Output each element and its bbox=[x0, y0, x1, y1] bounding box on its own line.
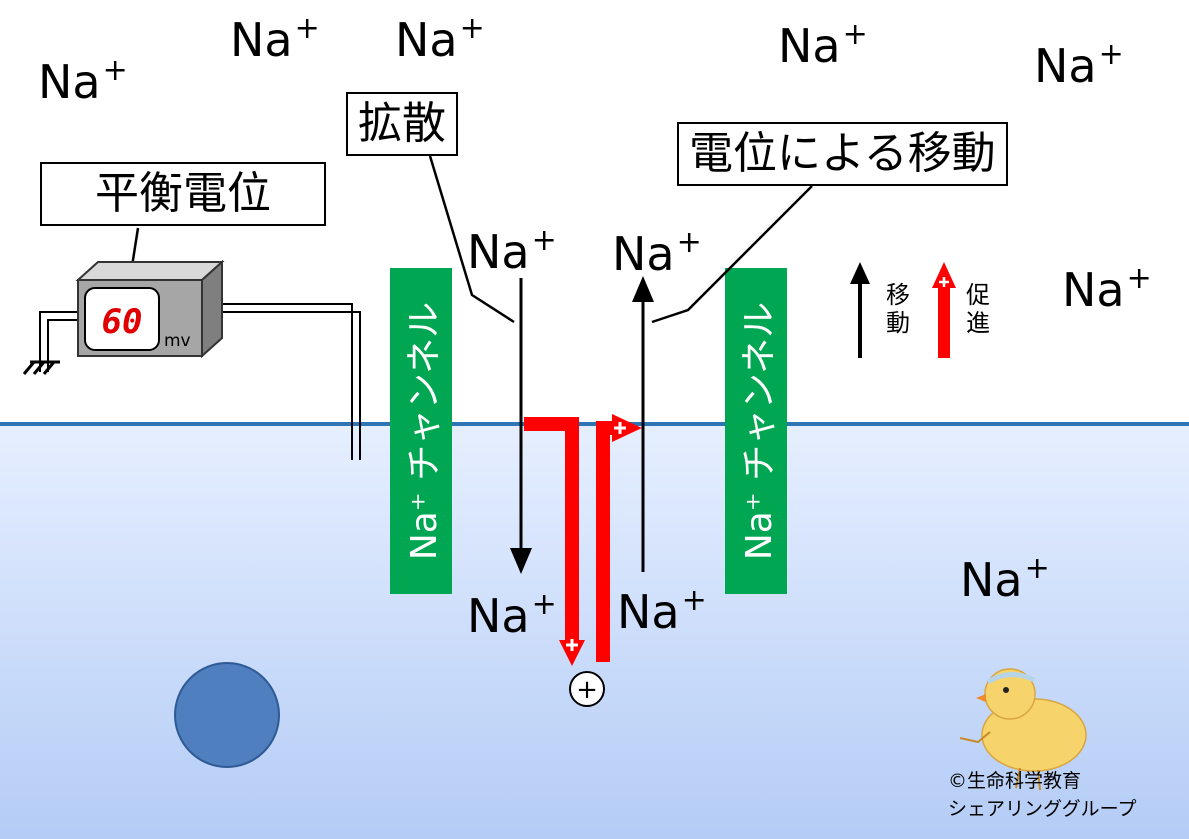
legend-movement-label: 移動 bbox=[886, 281, 910, 337]
na-ion: Na+ bbox=[1062, 261, 1152, 317]
promotion-arrowhead-down bbox=[559, 640, 585, 666]
promotion-arrow-down bbox=[524, 417, 579, 642]
cell-membrane bbox=[0, 422, 1189, 426]
voltmeter-box-icon bbox=[75, 259, 225, 359]
na-ion-inside: Na+ bbox=[617, 583, 707, 639]
ground-icon bbox=[22, 360, 60, 375]
credit-line-2: シェアリンググループ bbox=[948, 798, 1137, 820]
cell-circle bbox=[174, 662, 280, 768]
na-ion-inside: Na+ bbox=[960, 551, 1050, 607]
credit-line-1: ©生命科学教育 bbox=[948, 770, 1082, 792]
ground-wire bbox=[39, 311, 78, 372]
diffusion-pointer-line bbox=[428, 155, 515, 324]
na-ion: Na+ bbox=[395, 11, 485, 67]
na-ion: Na+ bbox=[778, 17, 868, 73]
promotion-arrow-up bbox=[596, 421, 615, 662]
chick-mascot-icon bbox=[959, 668, 1087, 791]
na-ion-exiting: Na+ bbox=[612, 225, 702, 281]
positive-charge-symbol: + bbox=[576, 675, 598, 705]
na-ion: Na+ bbox=[1034, 37, 1124, 93]
electric-arrowhead bbox=[632, 276, 654, 302]
cell-interior bbox=[0, 424, 1189, 839]
electrode-wire bbox=[218, 303, 361, 460]
legend-promotion-arrowhead bbox=[932, 262, 956, 288]
electric-pointer-line bbox=[651, 185, 813, 324]
positive-charge-circle bbox=[569, 671, 605, 707]
promotion-arrowhead-up bbox=[612, 414, 642, 442]
legend-promotion-label: 促進 bbox=[966, 281, 990, 337]
na-ion-diffusing: Na+ bbox=[467, 223, 557, 279]
na-channel-left: Na⁺ チャンネル bbox=[390, 268, 452, 594]
na-ion: Na+ bbox=[230, 11, 320, 67]
electric-movement-label: 電位による移動 bbox=[677, 122, 1008, 186]
equilibrium-potential-label: 平衡電位 bbox=[40, 162, 326, 226]
diffusion-label: 拡散 bbox=[346, 92, 458, 156]
diffusion-arrowhead bbox=[510, 548, 532, 574]
voltmeter-unit: mv bbox=[164, 331, 191, 351]
legend-movement-arrowhead bbox=[850, 262, 870, 284]
voltmeter-reading: 60 bbox=[102, 302, 143, 342]
na-ion-entered: Na+ bbox=[467, 587, 557, 643]
na-ion: Na+ bbox=[38, 53, 128, 109]
na-channel-right: Na⁺ チャンネル bbox=[725, 268, 787, 594]
